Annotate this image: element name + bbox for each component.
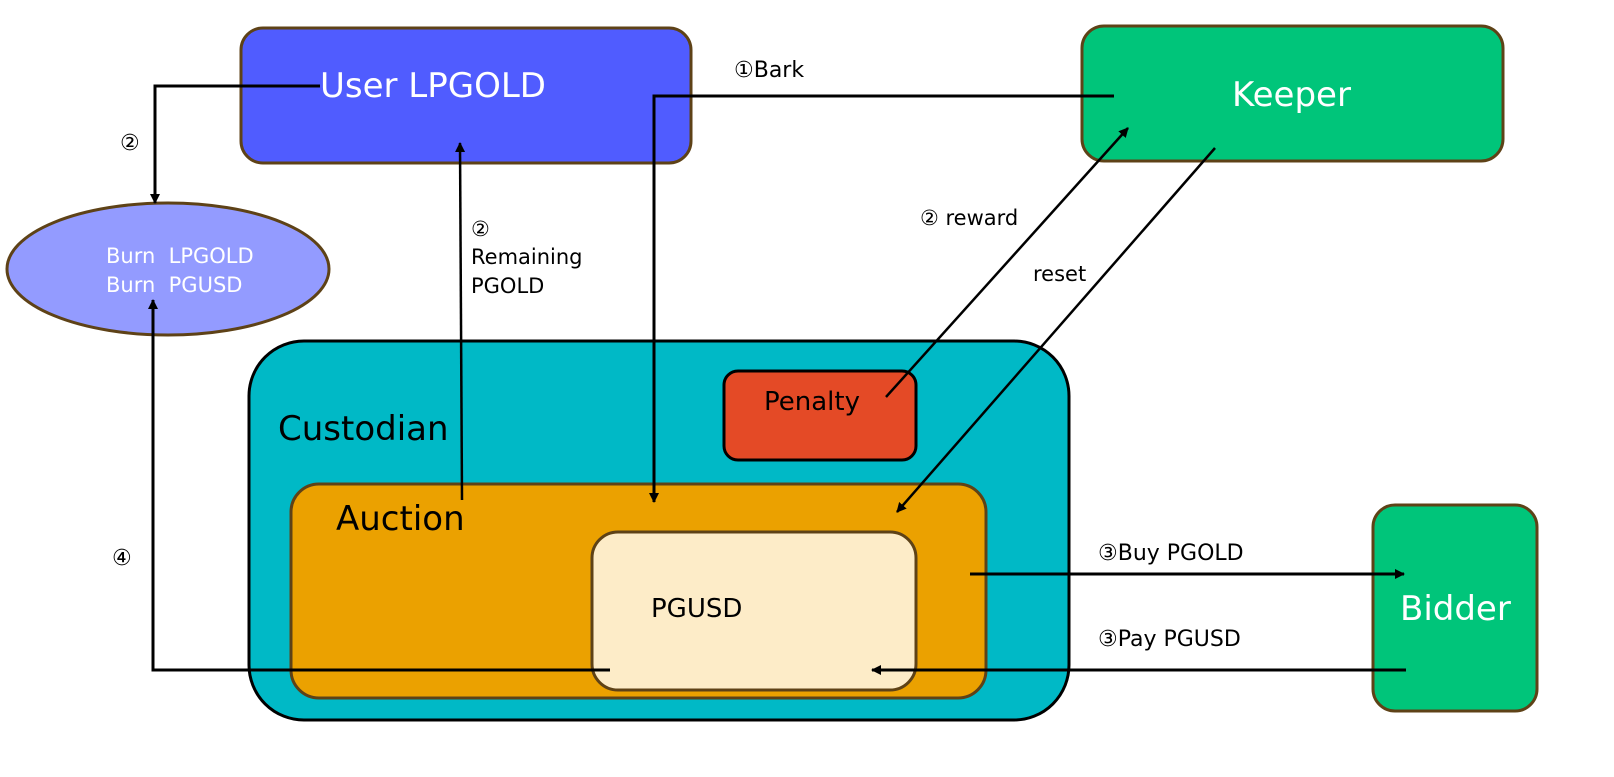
burn-label-line2: Burn PGUSD (106, 273, 242, 297)
edge-remaining-label-2: PGOLD (471, 274, 544, 298)
edge-reward (885, 127, 1129, 398)
user-lpgold-label: User LPGOLD (320, 66, 546, 106)
auction-label: Auction (336, 499, 465, 539)
edge-burn-return-label: ④ (112, 546, 132, 571)
edge-burn-return (148, 299, 610, 672)
pgusd-label: PGUSD (651, 594, 742, 624)
keeper-box[interactable] (1080, 24, 1505, 163)
burn-ellipse[interactable] (5, 201, 331, 337)
edge-remaining-pgold (455, 142, 466, 501)
edge-buy-pgold-label: ③Buy PGOLD (1098, 541, 1244, 566)
penalty-label: Penalty (764, 387, 860, 417)
edge-reset (896, 147, 1216, 513)
keeper-label: Keeper (1232, 75, 1351, 115)
bidder-box[interactable] (1371, 503, 1539, 713)
edge-reset-label: reset (1033, 262, 1086, 286)
edge-bark-label: ①Bark (734, 58, 804, 83)
edge-user-to-burn (150, 84, 320, 204)
bidder-label: Bidder (1400, 589, 1511, 629)
edge-remaining-step: ② (471, 217, 490, 241)
edge-user-to-burn-label: ② (120, 131, 140, 156)
burn-label-line1: Burn LPGOLD (106, 244, 254, 268)
pgusd-box[interactable] (590, 530, 918, 692)
edge-bark (649, 94, 1114, 503)
penalty-box[interactable] (722, 369, 918, 462)
custodian-label: Custodian (278, 409, 449, 449)
edge-remaining-label-1: Remaining (471, 245, 583, 269)
edge-pay-pgusd-label: ③Pay PGUSD (1098, 627, 1241, 652)
edge-reward-label: ② reward (920, 206, 1018, 230)
